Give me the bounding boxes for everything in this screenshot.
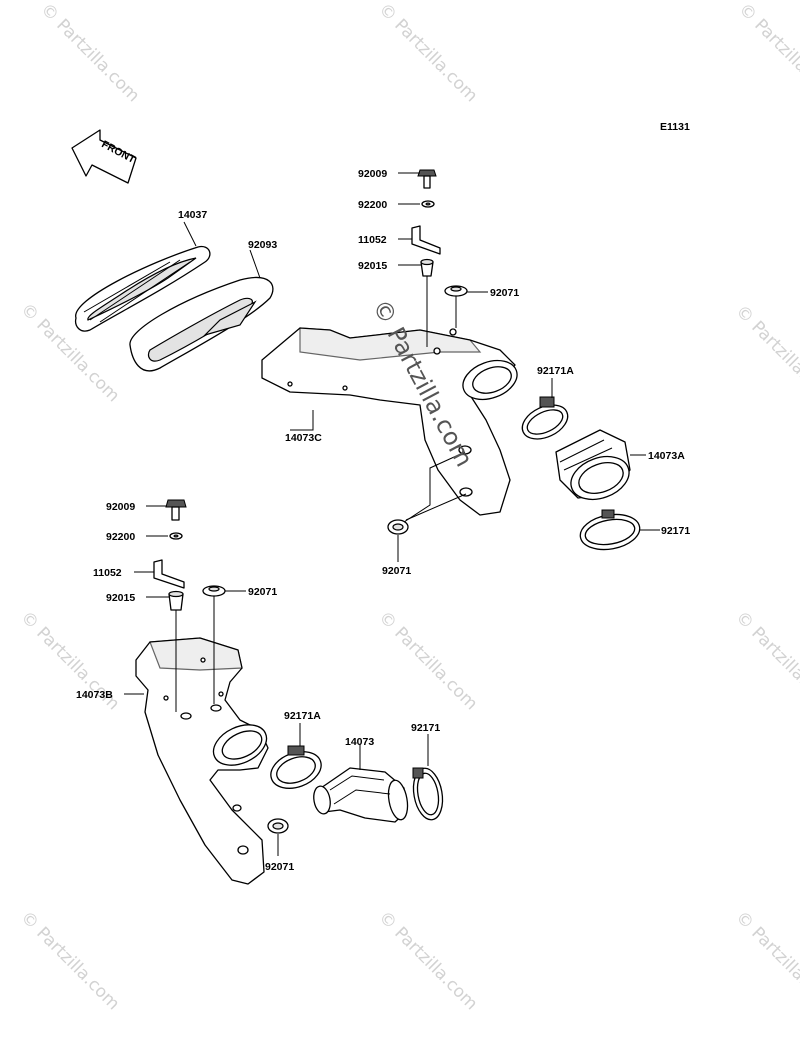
- callout-92015-top: 92015: [358, 260, 387, 272]
- callout-92071-top: 92071: [490, 287, 519, 299]
- diagram-code: E1131: [660, 121, 690, 133]
- boot-14073-part: [313, 767, 409, 823]
- watermark-text: © Partzilla.com: [734, 0, 800, 106]
- watermark-text: © Partzilla.com: [731, 907, 800, 1014]
- washer-part: [421, 200, 435, 208]
- watermark-text: © Partzilla.com: [374, 907, 481, 1014]
- clamp-92171-part: [412, 767, 444, 821]
- bolt-part: [417, 169, 437, 189]
- watermark-text: © Partzilla.com: [16, 907, 123, 1014]
- callout-11052-top: 11052: [358, 234, 387, 246]
- clamp-92171A-part: [521, 396, 569, 440]
- clamp-92171-part: [579, 509, 641, 551]
- callout-92093: 92093: [248, 239, 277, 251]
- callout-92171A-bot: 92171A: [284, 710, 321, 722]
- watermark-text: © Partzilla.com: [374, 607, 481, 714]
- washer-part: [169, 532, 183, 540]
- duct-14073B-part: [135, 637, 269, 885]
- front-arrow-icon: FRONT: [71, 129, 138, 184]
- callout-92071-mid: 92071: [382, 565, 411, 577]
- callout-92009-bot: 92009: [106, 501, 135, 513]
- callout-92200-top: 92200: [358, 199, 387, 211]
- duct-14073C-part: [261, 327, 518, 516]
- bracket-part: [411, 225, 441, 255]
- callout-92015-bot: 92015: [106, 592, 135, 604]
- grommet-part: [387, 519, 409, 535]
- callout-92071-bot-top: 92071: [248, 586, 277, 598]
- callout-14037: 14037: [178, 209, 207, 221]
- callout-92171A-top: 92171A: [537, 365, 574, 377]
- watermark-text: © Partzilla.com: [374, 0, 481, 106]
- watermark-text: © Partzilla.com: [731, 301, 800, 408]
- grommet-part: [267, 818, 289, 834]
- grommet-part: [202, 585, 226, 597]
- callout-92071-bot: 92071: [265, 861, 294, 873]
- bracket-part: [153, 559, 185, 589]
- filter-screen-part: [74, 245, 211, 332]
- callout-92171-bot: 92171: [411, 722, 440, 734]
- collar-part: [168, 590, 184, 611]
- callout-14073B: 14073B: [76, 689, 113, 701]
- callout-92009-top: 92009: [358, 168, 387, 180]
- callout-14073C: 14073C: [285, 432, 322, 444]
- collar-part: [420, 258, 434, 277]
- filter-frame-part: [129, 276, 274, 372]
- callout-92200-bot: 92200: [106, 531, 135, 543]
- boot-14073A-part: [555, 429, 631, 501]
- watermark-text: © Partzilla.com: [731, 607, 800, 714]
- callout-92171-top: 92171: [661, 525, 690, 537]
- bolt-part: [165, 499, 187, 521]
- clamp-92171A-part: [270, 745, 322, 789]
- callout-11052-bot: 11052: [93, 567, 122, 579]
- grommet-part: [444, 285, 468, 297]
- callout-14073: 14073: [345, 736, 374, 748]
- watermark-text: © Partzilla.com: [36, 0, 143, 106]
- callout-14073A: 14073A: [648, 450, 685, 462]
